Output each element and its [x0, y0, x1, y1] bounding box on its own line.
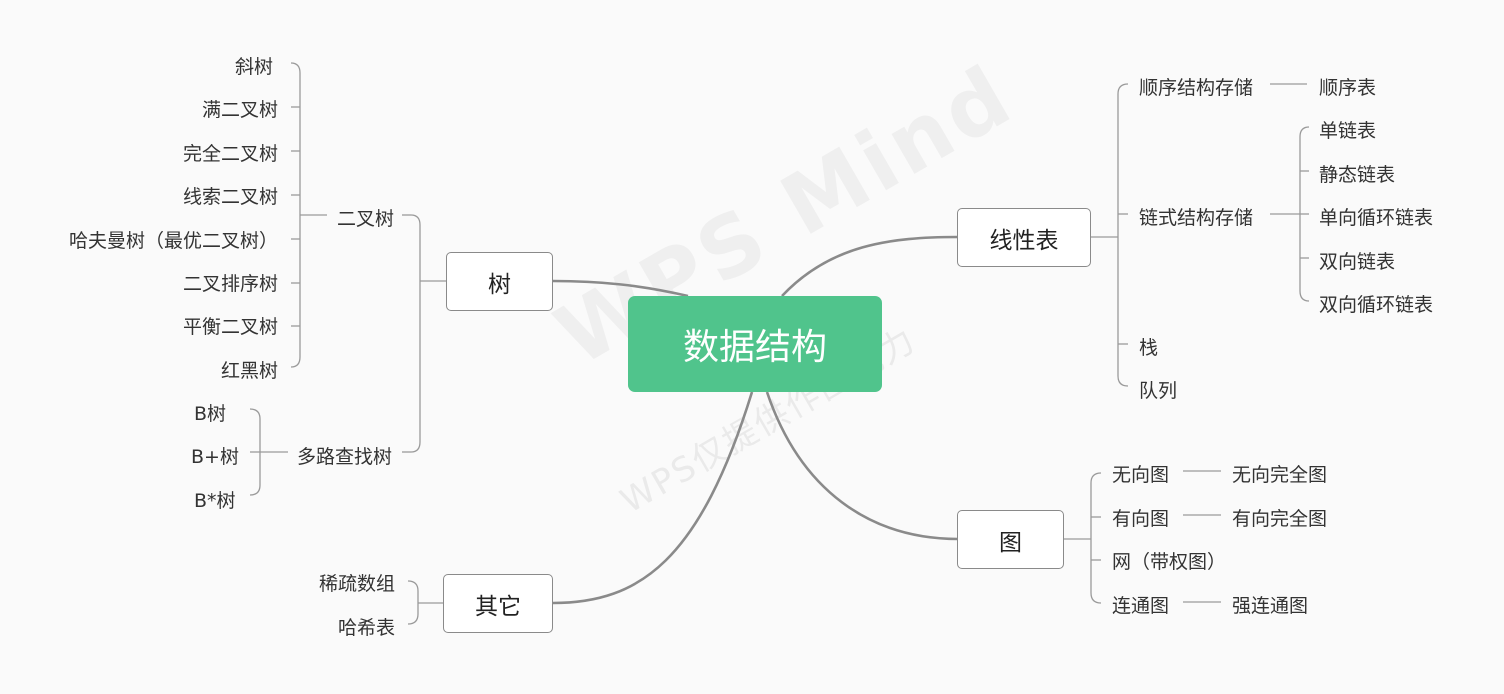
leaf-hash-table[interactable]: 哈希表 [337, 617, 395, 639]
topic-linear-list[interactable]: 线性表 [957, 208, 1091, 267]
leaf-b-star-tree[interactable]: B*树 [194, 490, 236, 512]
subtopic-undirected-graph[interactable]: 无向图 [1112, 464, 1170, 486]
leaf-threaded-binary-tree[interactable]: 线索二叉树 [182, 186, 278, 208]
topic-other[interactable]: 其它 [443, 574, 553, 633]
subtopic-stack[interactable]: 栈 [1139, 337, 1159, 359]
leaf-red-black-tree[interactable]: 红黑树 [220, 360, 278, 382]
leaf-static-linked-list[interactable]: 静态链表 [1319, 164, 1396, 186]
link-root-graph [765, 391, 959, 541]
subtopic-directed-graph[interactable]: 有向图 [1112, 508, 1170, 530]
link-root-other [552, 391, 754, 605]
topic-graph[interactable]: 图 [957, 510, 1064, 569]
subtopic-binary-tree[interactable]: 二叉树 [337, 208, 395, 230]
leaf-skew-tree[interactable]: 斜树 [234, 56, 273, 78]
link-root-linear [781, 235, 959, 297]
leaf-huffman-tree[interactable]: 哈夫曼树（最优二叉树） [68, 230, 278, 252]
topic-tree[interactable]: 树 [446, 252, 553, 311]
leaf-strongly-connected-graph[interactable]: 强连通图 [1232, 595, 1309, 617]
subtopic-network-weighted[interactable]: 网（带权图） [1112, 551, 1227, 573]
leaf-b-tree[interactable]: B树 [194, 403, 227, 425]
leaf-full-binary-tree[interactable]: 满二叉树 [201, 99, 278, 121]
leaf-sparse-array[interactable]: 稀疏数组 [318, 573, 395, 595]
leaf-b-plus-tree[interactable]: B+树 [191, 446, 239, 468]
leaf-complete-binary-tree[interactable]: 完全二叉树 [182, 143, 278, 165]
leaf-singly-linked-list[interactable]: 单链表 [1319, 120, 1377, 142]
subtopic-linked-storage[interactable]: 链式结构存储 [1139, 207, 1254, 229]
link-root-tree [552, 279, 689, 298]
subtopic-sequential-storage[interactable]: 顺序结构存储 [1139, 77, 1254, 99]
subtopic-multiway-tree[interactable]: 多路查找树 [297, 446, 393, 468]
subtopic-queue[interactable]: 队列 [1139, 380, 1178, 402]
leaf-doubly-linked-list[interactable]: 双向链表 [1319, 251, 1396, 273]
subtopic-connected-graph[interactable]: 连通图 [1112, 595, 1170, 617]
leaf-complete-undirected-graph[interactable]: 无向完全图 [1232, 464, 1328, 486]
leaf-doubly-circular-list[interactable]: 双向循环链表 [1319, 294, 1434, 316]
leaf-binary-search-tree[interactable]: 二叉排序树 [182, 273, 278, 295]
leaf-singly-circular-list[interactable]: 单向循环链表 [1319, 207, 1434, 229]
root-node[interactable]: 数据结构 [628, 296, 882, 392]
leaf-sequential-list[interactable]: 顺序表 [1319, 77, 1377, 99]
leaf-complete-directed-graph[interactable]: 有向完全图 [1232, 508, 1328, 530]
leaf-balanced-binary-tree[interactable]: 平衡二叉树 [182, 316, 278, 338]
